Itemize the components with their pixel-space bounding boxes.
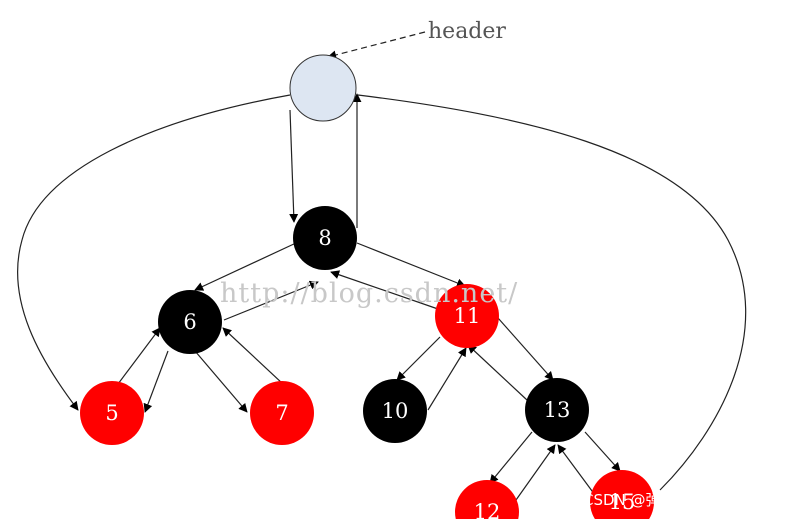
svg-text:7: 7	[275, 401, 288, 425]
edge-13-15	[584, 431, 621, 472]
node-15: 15	[590, 470, 654, 519]
edge-8-11	[356, 242, 466, 288]
edge-13-11	[467, 344, 528, 401]
node-5: 5	[80, 381, 144, 445]
edge-7-6	[222, 327, 284, 385]
edge-6-8	[223, 280, 319, 321]
edge-10-11	[427, 347, 467, 411]
watermark: http://blog.csdn.net/	[220, 278, 518, 309]
svg-text:11: 11	[454, 304, 481, 328]
edge-15-13	[557, 444, 596, 496]
header-label: header	[428, 19, 506, 44]
edge-12-13	[515, 444, 556, 501]
header-node	[289, 54, 357, 122]
svg-text:12: 12	[474, 500, 501, 519]
node-8: 8	[293, 206, 357, 270]
edge-13-12	[489, 431, 533, 484]
credit-text: CSDN @弹瀛洲的海客	[583, 491, 736, 509]
edge-6-7	[194, 350, 248, 413]
svg-text:8: 8	[318, 226, 331, 250]
edge-8-6	[194, 242, 297, 291]
header-to-leftmost-edge	[17, 94, 291, 411]
edge-5-6	[117, 327, 161, 385]
node-7: 7	[250, 381, 314, 445]
header-pointer-edge	[327, 31, 426, 60]
node-6: 6	[158, 290, 222, 354]
svg-text:10: 10	[382, 399, 409, 423]
edge-11-13	[497, 317, 554, 381]
node-13: 13	[525, 378, 589, 442]
edge-6-5	[143, 350, 169, 413]
node-12: 12	[455, 480, 519, 519]
edge-11-8	[330, 270, 439, 310]
svg-text:5: 5	[105, 401, 118, 425]
svg-text:13: 13	[544, 398, 571, 422]
edge-11-10	[396, 336, 441, 381]
node-10: 10	[363, 379, 427, 443]
svg-text:15: 15	[609, 490, 636, 514]
header-to-rightmost-edge	[357, 94, 747, 491]
svg-text:6: 6	[183, 310, 196, 334]
node-11: 11	[435, 284, 499, 348]
header-to-root-edge	[289, 109, 299, 223]
